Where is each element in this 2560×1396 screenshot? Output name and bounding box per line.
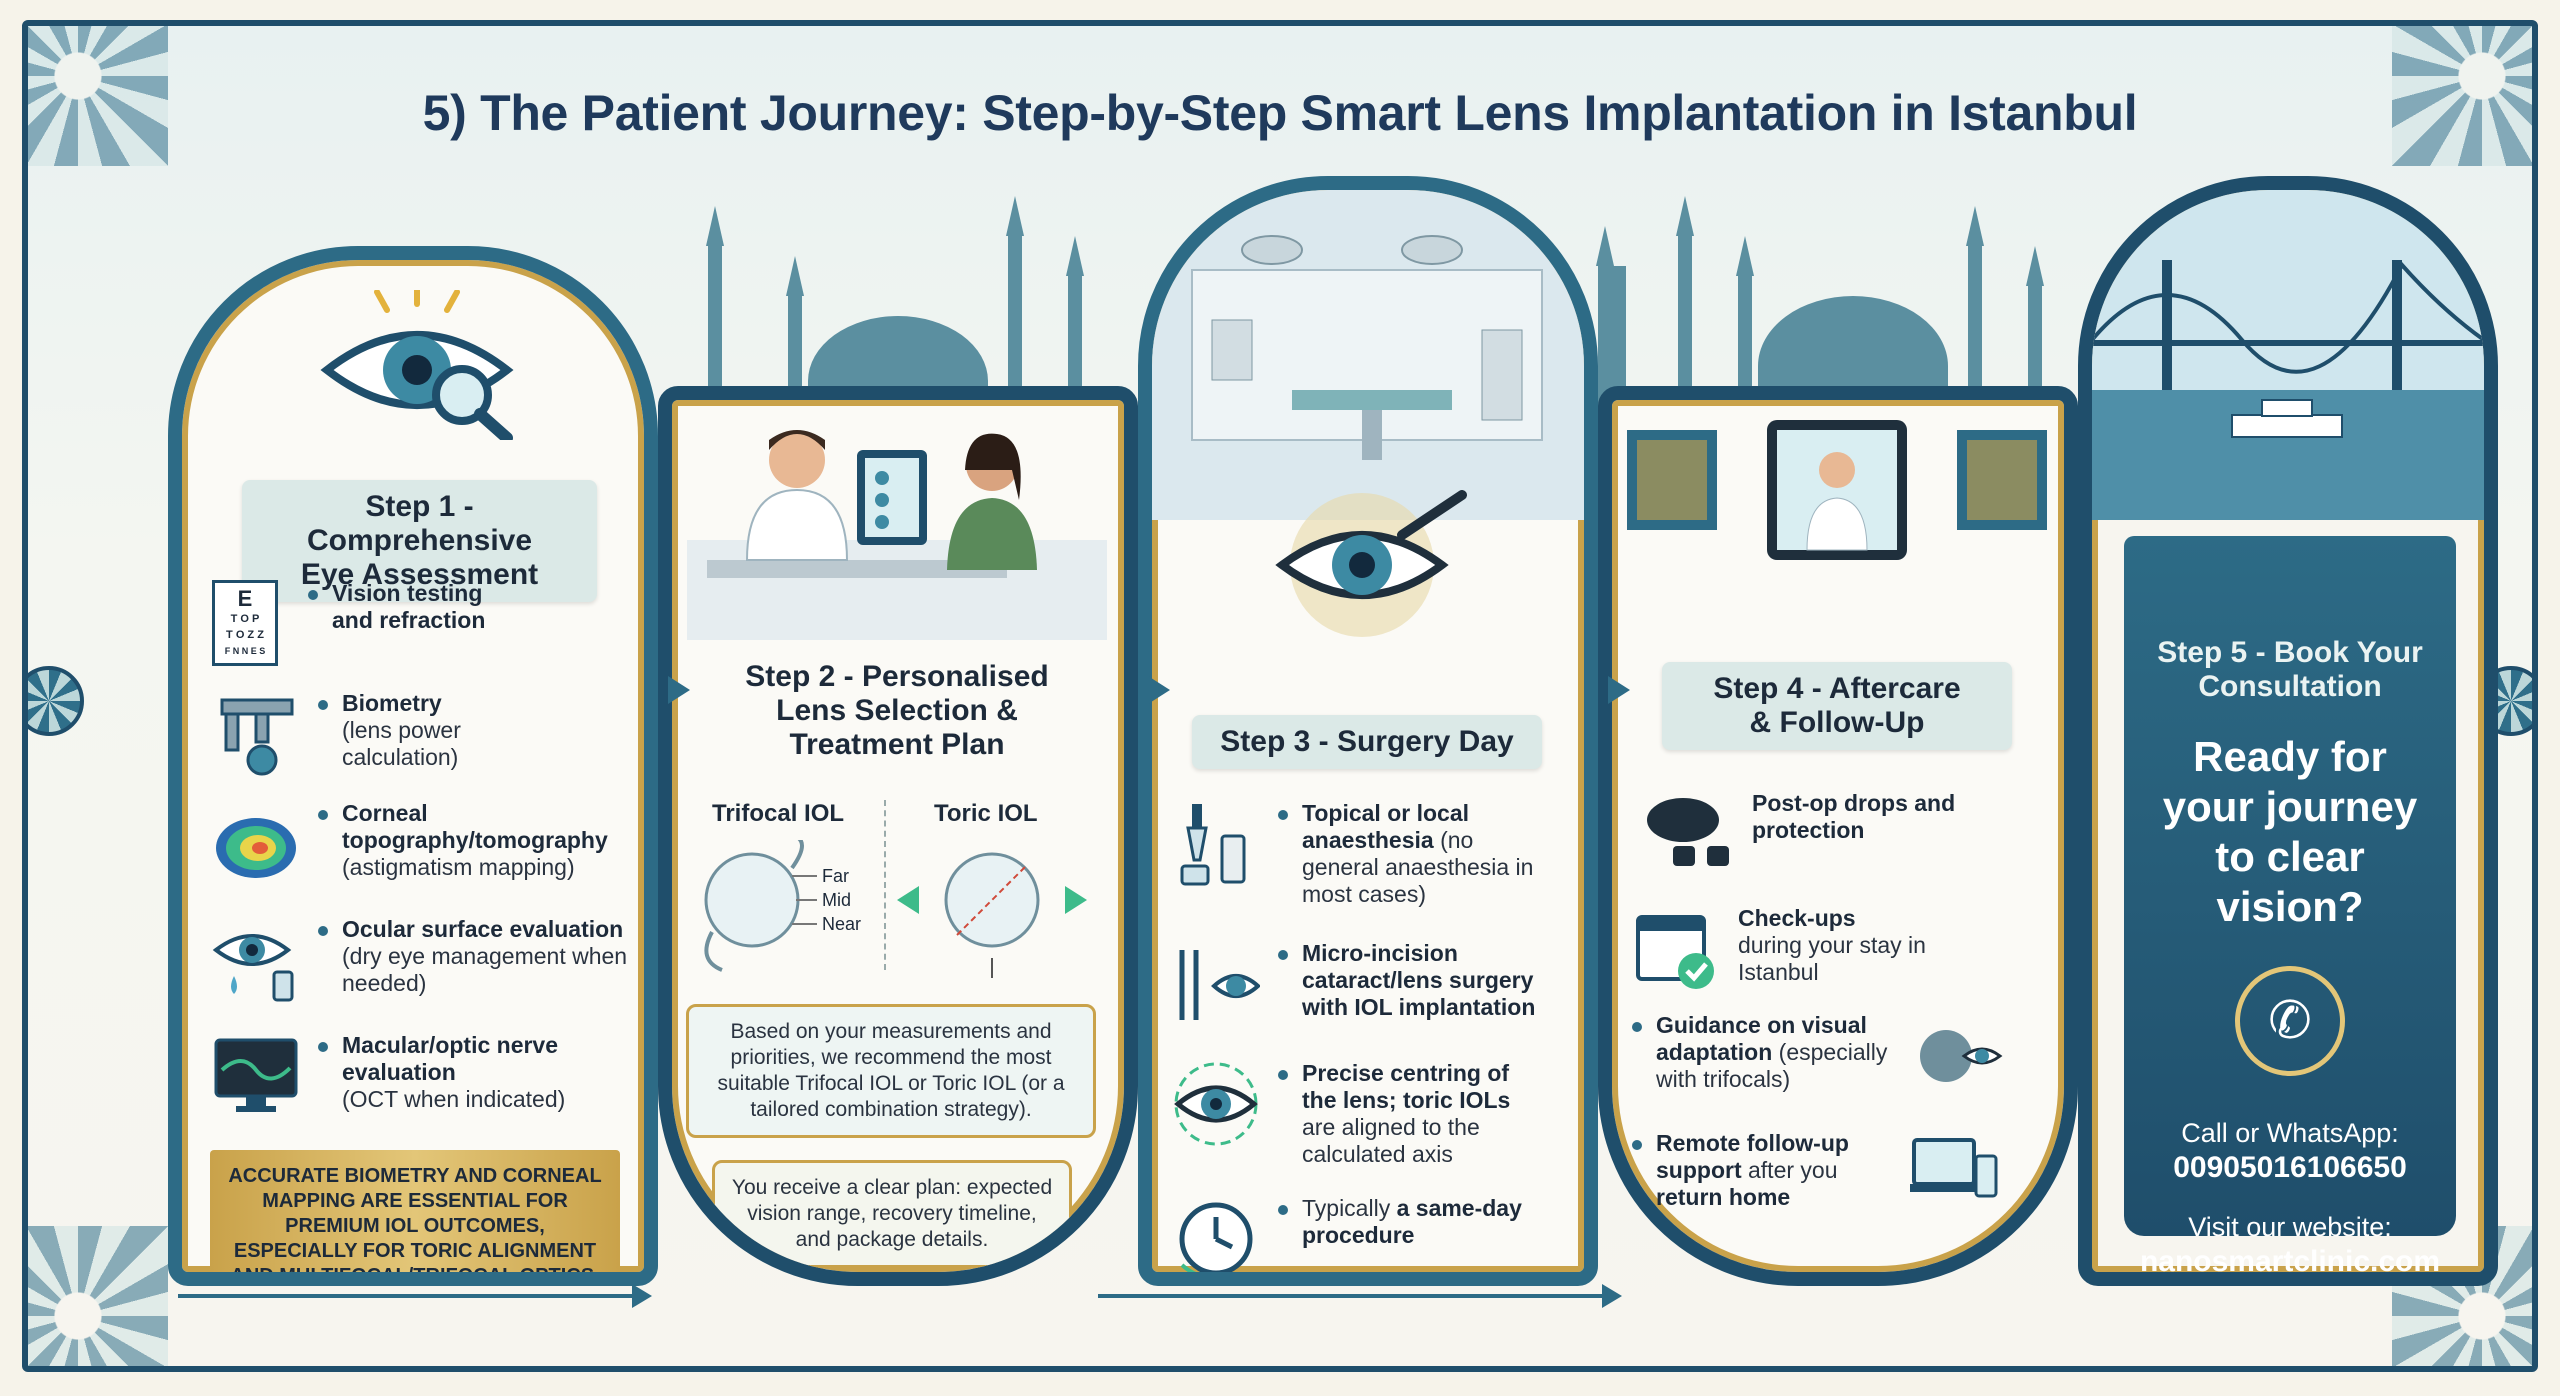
step3-label: Step 3 - Surgery Day: [1192, 715, 1542, 769]
list-item: Micro-incision cataract/lens surgery wit…: [1172, 940, 1584, 1028]
lens2-label: Toric IOL: [934, 800, 1038, 827]
consultation-cta: Step 5 - Book Your Consultation Ready fo…: [2124, 536, 2456, 1278]
phone-number[interactable]: 00905016106650: [2173, 1151, 2407, 1184]
step4-panel: Step 4 - Aftercare & Follow-Up Post-op d…: [1598, 386, 2078, 1286]
clock-icon: [1179, 1202, 1253, 1272]
calendar-check-icon: [1636, 915, 1714, 989]
step2-note1: Based on your measurements and prioritie…: [686, 1004, 1096, 1138]
list-item: Topical or local anaesthesia (no general…: [1172, 800, 1584, 908]
flow-arrow: [178, 1284, 652, 1308]
call-label: Call or WhatsApp:: [2181, 1118, 2399, 1148]
eye-shield-drops-icon: [1647, 798, 1729, 866]
list-item: Biometry(lens power calculation): [212, 690, 632, 778]
step2-note2: You receive a clear plan: expected visio…: [712, 1160, 1072, 1268]
step2-panel: Step 2 - Personalised Lens Selection & T…: [658, 386, 1138, 1286]
list-item: Ocular surface evaluation(dry eye manage…: [212, 916, 644, 1004]
list-item: Remote follow-up support after you retur…: [1632, 1130, 2064, 1218]
toric-lens-icon: [897, 852, 1087, 978]
surgical-tools-icon: [1179, 950, 1260, 1020]
trifocal-lens-icon: [704, 840, 817, 972]
list-item: Guidance on visual adaptation (especiall…: [1632, 1012, 2064, 1100]
doctor-consultation-illustration: [687, 430, 1107, 640]
chevron-right-icon: [1608, 676, 1630, 704]
eye-magnifier-icon: [320, 290, 514, 440]
step1-note: Accurate biometry and corneal mapping ar…: [210, 1150, 620, 1272]
laptop-phone-icon: [1910, 1138, 1998, 1198]
visit-label: Visit our website:: [2188, 1212, 2392, 1242]
step5-label: Step 5 - Book Your Consultation: [2157, 636, 2423, 703]
far-label: Far: [822, 866, 849, 886]
eye-injection-icon: [1275, 490, 1467, 637]
corner-ornament: [28, 1226, 168, 1366]
bosphorus-bridge-illustration: [2092, 190, 2484, 520]
dropper-vial-icon: [1180, 804, 1246, 886]
page-title: 5) The Patient Journey: Step-by-Step Sma…: [422, 85, 2138, 141]
mid-label: Mid: [822, 890, 852, 910]
infographic-frame: 5) The Patient Journey: Step-by-Step Sma…: [22, 20, 2538, 1372]
eye-chart-icon: E T O P T O Z Z F N N E S: [212, 580, 278, 666]
caliper-eye-icon: [220, 698, 294, 776]
step1-panel: Step 1 - Comprehensive Eye Assessment E …: [168, 246, 658, 1286]
lens1-label: Trifocal IOL: [712, 800, 845, 827]
list-item: Precise centring of the lens; toric IOLs…: [1172, 1060, 1584, 1168]
corner-ornament: [2392, 26, 2532, 166]
target-eye-icon: [1174, 1062, 1258, 1146]
star-ornament-icon: [28, 666, 84, 736]
step1-label: Step 1 - Comprehensive Eye Assessment: [242, 480, 597, 602]
step4-label: Step 4 - Aftercare & Follow-Up: [1662, 662, 2012, 750]
eye-drop-icon: [212, 934, 294, 1002]
operating-room-illustration: [1152, 190, 1584, 520]
list-item: Corneal topography/tomography(astigmatis…: [212, 800, 644, 888]
chevron-right-icon: [1148, 676, 1170, 704]
corneal-map-icon: [216, 818, 296, 878]
list-item: Typically a same-day procedure: [1172, 1195, 1584, 1272]
brain-eye-icon: [1920, 1030, 2003, 1082]
divider: [884, 800, 886, 970]
near-label: Near: [822, 914, 862, 934]
chevron-right-icon: [668, 676, 690, 704]
video-call-doctor-illustration: [1627, 420, 2047, 560]
list-item: Macular/optic nerve evaluation(OCT when …: [212, 1032, 644, 1120]
step3-panel: Step 3 - Surgery Day Topical or local an…: [1138, 176, 1598, 1286]
corner-ornament: [28, 26, 168, 166]
step2-label: Step 2 - Personalised Lens Selection & T…: [745, 660, 1049, 761]
list-item: Post-op drops and protection: [1632, 790, 2064, 878]
flow-arrow: [1098, 1284, 1622, 1308]
phone-chat-icon[interactable]: ✆: [2235, 966, 2345, 1076]
website-link[interactable]: nanosmartclinic.com: [2139, 1245, 2441, 1278]
oct-monitor-icon: [214, 1038, 298, 1112]
list-item: E T O P T O Z Z F N N E S Vision testing…: [212, 580, 632, 666]
cta-headline: Ready for your journey to clear vision?: [2162, 733, 2418, 930]
